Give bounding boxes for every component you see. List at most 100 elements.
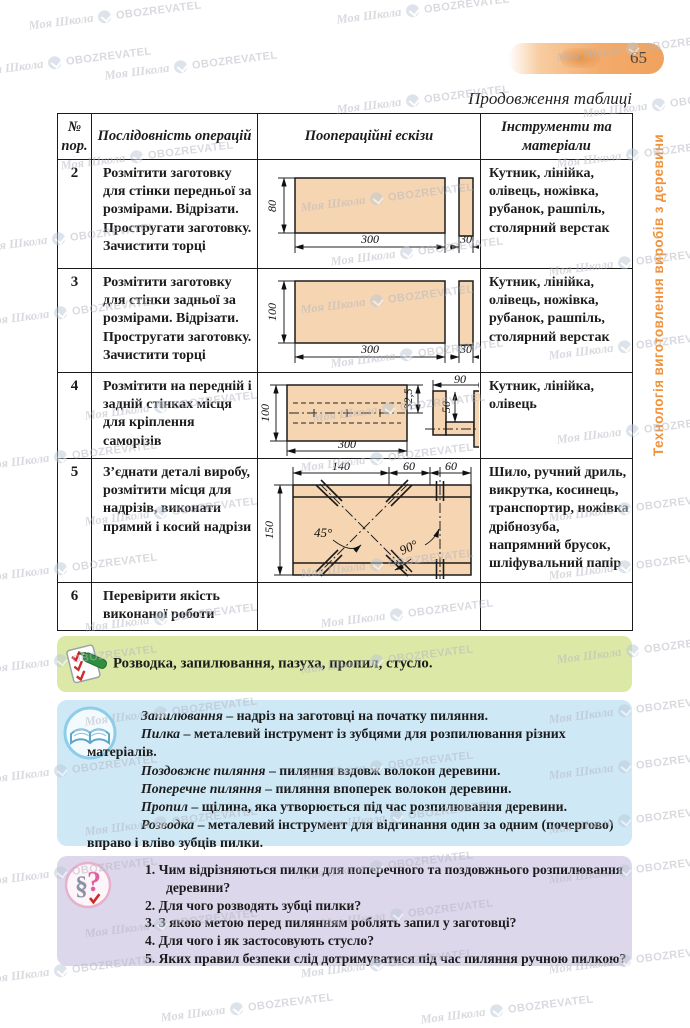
definition-body: – щілина, яка утворюється під час розпил… [187, 799, 568, 815]
row-operation: Розмітити заготовку для стінки передньої… [91, 159, 258, 269]
definition-body: – надріз на заготовці на початку пиляння… [222, 708, 489, 723]
watermark-logo-icon [489, 1003, 504, 1019]
row-number: 2 [57, 159, 92, 269]
question-item: 2. Для чого розводять зубці пилки? [145, 897, 647, 915]
questions-list: 1. Чим відрізняються пилки для поперечно… [145, 861, 647, 968]
question-glyph: ? [87, 867, 101, 898]
question-item: 1. Чим відрізняються пилки для поперечно… [145, 861, 647, 897]
dim-label: 50 [439, 401, 453, 413]
dim-label: 300 [337, 437, 356, 451]
definition-term: Поздовжнє пиляння [141, 762, 266, 778]
dim-label: 30 [459, 232, 472, 246]
dim-label: 150 [262, 521, 276, 539]
definition-term: Пилка [141, 726, 181, 742]
page-number: 65 [630, 48, 647, 67]
row-number: 3 [57, 268, 92, 373]
badge-decoration-icon [560, 48, 600, 68]
watermark-logo-icon [47, 55, 62, 71]
definition-term: Запилювання [141, 708, 223, 723]
row-tools: Кутник, лінійка, олівець, ножівка, рубан… [480, 159, 633, 269]
open-book-icon [63, 706, 117, 760]
checklist-pen-icon [66, 644, 108, 684]
row-number: 4 [57, 372, 92, 459]
definition-item: Розводка – металевий інструмент для відг… [87, 816, 615, 852]
definition-body: – пиляння вздовж волокон деревини. [265, 762, 501, 778]
definitions-box: Запилювання – надріз на заготовці на поч… [57, 700, 632, 850]
definition-body: – пиляння впоперек волокон деревини. [261, 780, 512, 796]
dim-label: 300 [360, 232, 379, 246]
row-sketch: 80 300 30 [257, 159, 481, 269]
sketch-front-wall: 80 300 30 [265, 177, 479, 253]
header-operations: Послідовність операцій [91, 113, 258, 160]
dim-label: 140 [332, 461, 350, 473]
question-number: 3. [145, 915, 156, 931]
definition-body: – металевий інструмент для відгинання од… [87, 817, 614, 851]
row-tools: Шило, ручний дриль, викрутка, косинець, … [480, 458, 633, 583]
definition-item: Пропил – щілина, яка утворюється під час… [87, 798, 615, 816]
table-row: 6 Перевірити якість виконаної роботи [57, 582, 633, 631]
question-number: 1. [145, 862, 156, 877]
question-number: 5. [145, 950, 156, 966]
dim-label: 300 [360, 342, 379, 356]
row-sketch-empty [257, 582, 481, 631]
dim-label: 60 [403, 461, 415, 473]
dim-label: 30 [459, 342, 472, 356]
row-sketch: 100 300 32,5 90 50 [257, 372, 481, 459]
question-text: Для чого і як застосовують стусло? [158, 933, 374, 949]
sketch-miter-cuts: 140 60 60 150 45° 90° [262, 461, 472, 579]
page-number-badge: 65 [508, 43, 664, 74]
table-row: 4 Розмітити на передній і задній стінках… [57, 372, 633, 459]
question-item: 5. Яких правил безпеки слід дотримуватис… [145, 950, 647, 968]
vocabulary-terms: Розводка, запилювання, пазуха, пропил, с… [113, 655, 433, 672]
header-sketches: Поопераційні ескізи [257, 113, 481, 160]
definition-item: Запилювання – надріз на заготовці на поч… [87, 707, 615, 725]
dim-label: 80 [265, 200, 279, 212]
angle-label: 45° [314, 525, 332, 540]
row-tools: Кутник, лінійка, олівець, ножівка, рубан… [480, 268, 633, 373]
questions-box: § ? 1. Чим відрізняються пилки для попер… [57, 856, 632, 966]
definition-item: Пилка – металевий інструмент із зубцями … [87, 725, 615, 761]
header-number: № пор. [57, 113, 92, 160]
question-number: 2. [145, 897, 156, 913]
dim-label: 100 [259, 404, 272, 422]
definition-term: Поперечне пиляння [141, 780, 262, 796]
row-tools [480, 582, 633, 631]
dim-label: 90 [454, 375, 466, 386]
question-text: Яких правил безпеки слід дотримуватися п… [158, 950, 627, 966]
watermark-logo-icon [229, 1001, 244, 1017]
row-tools: Кутник, лінійка, олівець [480, 372, 633, 459]
chapter-sidebar-title: Технологія виготовлення виробів з дереви… [651, 133, 666, 456]
row-operation: З’єднати деталі виробу, розмітити місця … [91, 458, 258, 583]
vocabulary-box: Розводка, запилювання, пазуха, пропил, с… [57, 636, 632, 692]
question-item: 3. З якою метою перед пилянням роблять з… [145, 914, 647, 932]
watermark-logo-icon [97, 9, 112, 25]
row-operation: Перевірити якість виконаної роботи [91, 582, 258, 631]
row-number: 6 [57, 582, 92, 631]
row-number: 5 [57, 458, 92, 583]
question-number: 4. [145, 933, 156, 949]
question-text: Для чого розводять зубці пилки? [158, 897, 362, 913]
row-operation: Розмітити заготовку для стінки задньої з… [91, 268, 258, 373]
header-tools: Інструменти та матеріали [480, 113, 633, 160]
definition-term: Розводка [141, 817, 195, 833]
row-operation: Розмітити на передній і задній стінках м… [91, 372, 258, 459]
table-row: 5 З’єднати деталі виробу, розмітити місц… [57, 458, 633, 583]
definition-body: – металевий інструмент із зубцями для ро… [87, 726, 566, 760]
question-text: З якою метою перед пилянням роблять запи… [158, 915, 517, 931]
section-glyph: § [75, 871, 88, 900]
questions-icon: § ? [64, 861, 112, 909]
question-text: Чим відрізняються пилки для поперечного … [158, 862, 624, 895]
dim-label: 60 [445, 461, 457, 473]
definitions-list: Запилювання – надріз на заготовці на поч… [87, 707, 615, 853]
table-row: 3 Розмітити заготовку для стінки задньої… [57, 268, 633, 373]
dim-label: 32,5 [401, 388, 415, 410]
definition-term: Пропил [141, 799, 188, 815]
row-sketch: 140 60 60 150 45° 90° [257, 458, 481, 583]
table-continuation-label: Продовження таблиці [468, 89, 632, 108]
